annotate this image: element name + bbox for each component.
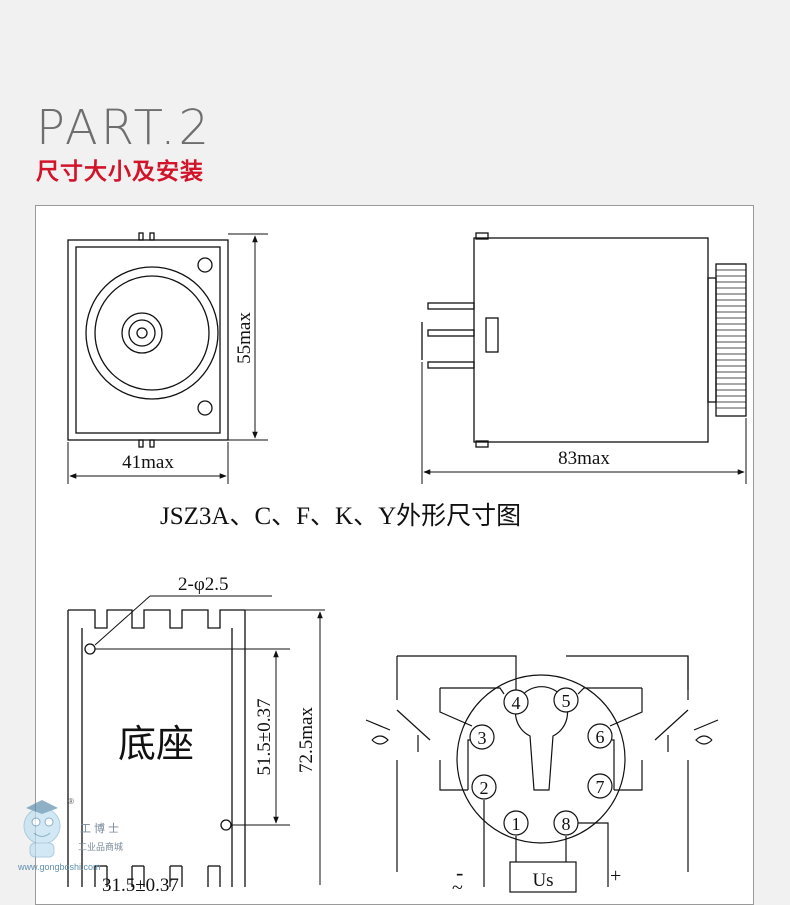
pin-6: 6 [596, 727, 605, 747]
socket-base-outline [67, 609, 246, 887]
base-dimension-lines [94, 595, 325, 885]
depth-dimension-line [421, 362, 747, 484]
supply-label: Us [532, 870, 553, 891]
relay-front-view [67, 232, 229, 448]
hole-spacing-label: 51.5±0.37 [254, 699, 275, 776]
pin-1: 1 [512, 814, 521, 834]
pin-8: 8 [562, 814, 571, 834]
depth-dimension-label: 83max [558, 448, 610, 469]
supply-tilde: ~ [452, 877, 463, 899]
section-subtitle: 尺寸大小及安装 [36, 158, 204, 184]
pin-2: 2 [480, 778, 489, 798]
watermark-registered: ® [68, 797, 74, 806]
height-dimension-label: 55max [234, 312, 255, 364]
part-title: PART.2 [36, 100, 212, 156]
pin-7: 7 [596, 777, 605, 797]
watermark-slogan: 工业品商城 [78, 842, 124, 852]
supply-plus: + [610, 865, 621, 887]
hole-spec-label: 2-φ2.5 [178, 574, 229, 595]
base-bottom-label: 31.5±0.37 [102, 875, 179, 896]
front-dimension-lines [67, 233, 268, 484]
pin-circles [469, 687, 613, 836]
wiring-diagram [365, 655, 719, 893]
width-dimension-label: 41max [122, 452, 174, 473]
base-height-label: 72.5max [296, 707, 317, 773]
watermark-brand: 工博士 [80, 822, 122, 835]
pin-5: 5 [562, 691, 571, 711]
supply-minus: - [456, 860, 463, 885]
watermark-mascot [23, 800, 61, 858]
pin-4: 4 [512, 693, 521, 713]
relay-side-view [421, 232, 747, 448]
dimension-caption: JSZ3A、C、F、K、Y外形尺寸图 [160, 502, 521, 530]
diagram-frame [35, 205, 754, 905]
side-view-fins [716, 269, 746, 409]
base-name-label: 底座 [118, 724, 194, 766]
pin-3: 3 [478, 728, 487, 748]
watermark-url: www.gongboshi.com [18, 862, 101, 872]
